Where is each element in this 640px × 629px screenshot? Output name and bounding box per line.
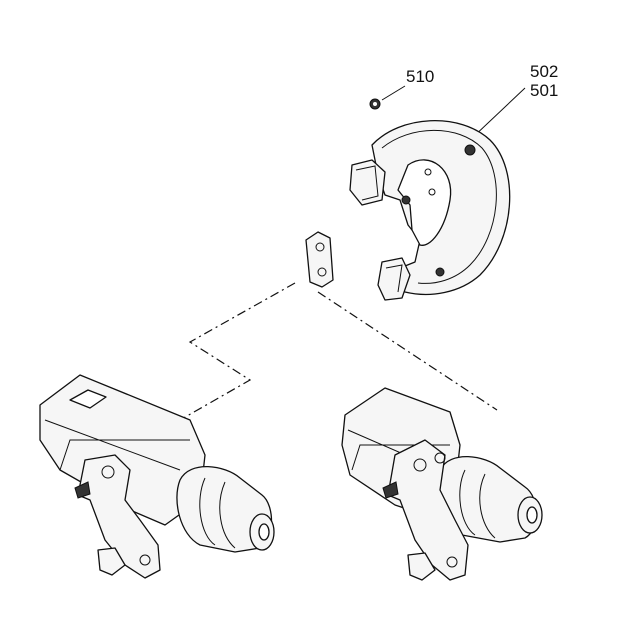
callout-502: 502 [530, 62, 559, 81]
assembly-line-left [179, 282, 296, 421]
steering-knuckle-left [39, 374, 275, 579]
callout-510: 510 [406, 67, 435, 86]
assembly-line-right [317, 291, 498, 411]
mounting-plate [305, 231, 334, 288]
splash-shield [349, 120, 511, 301]
leader-line-510 [381, 85, 406, 101]
callout-501: 501 [530, 81, 559, 100]
steering-knuckle-right [341, 387, 543, 581]
bolt-510 [369, 98, 381, 110]
